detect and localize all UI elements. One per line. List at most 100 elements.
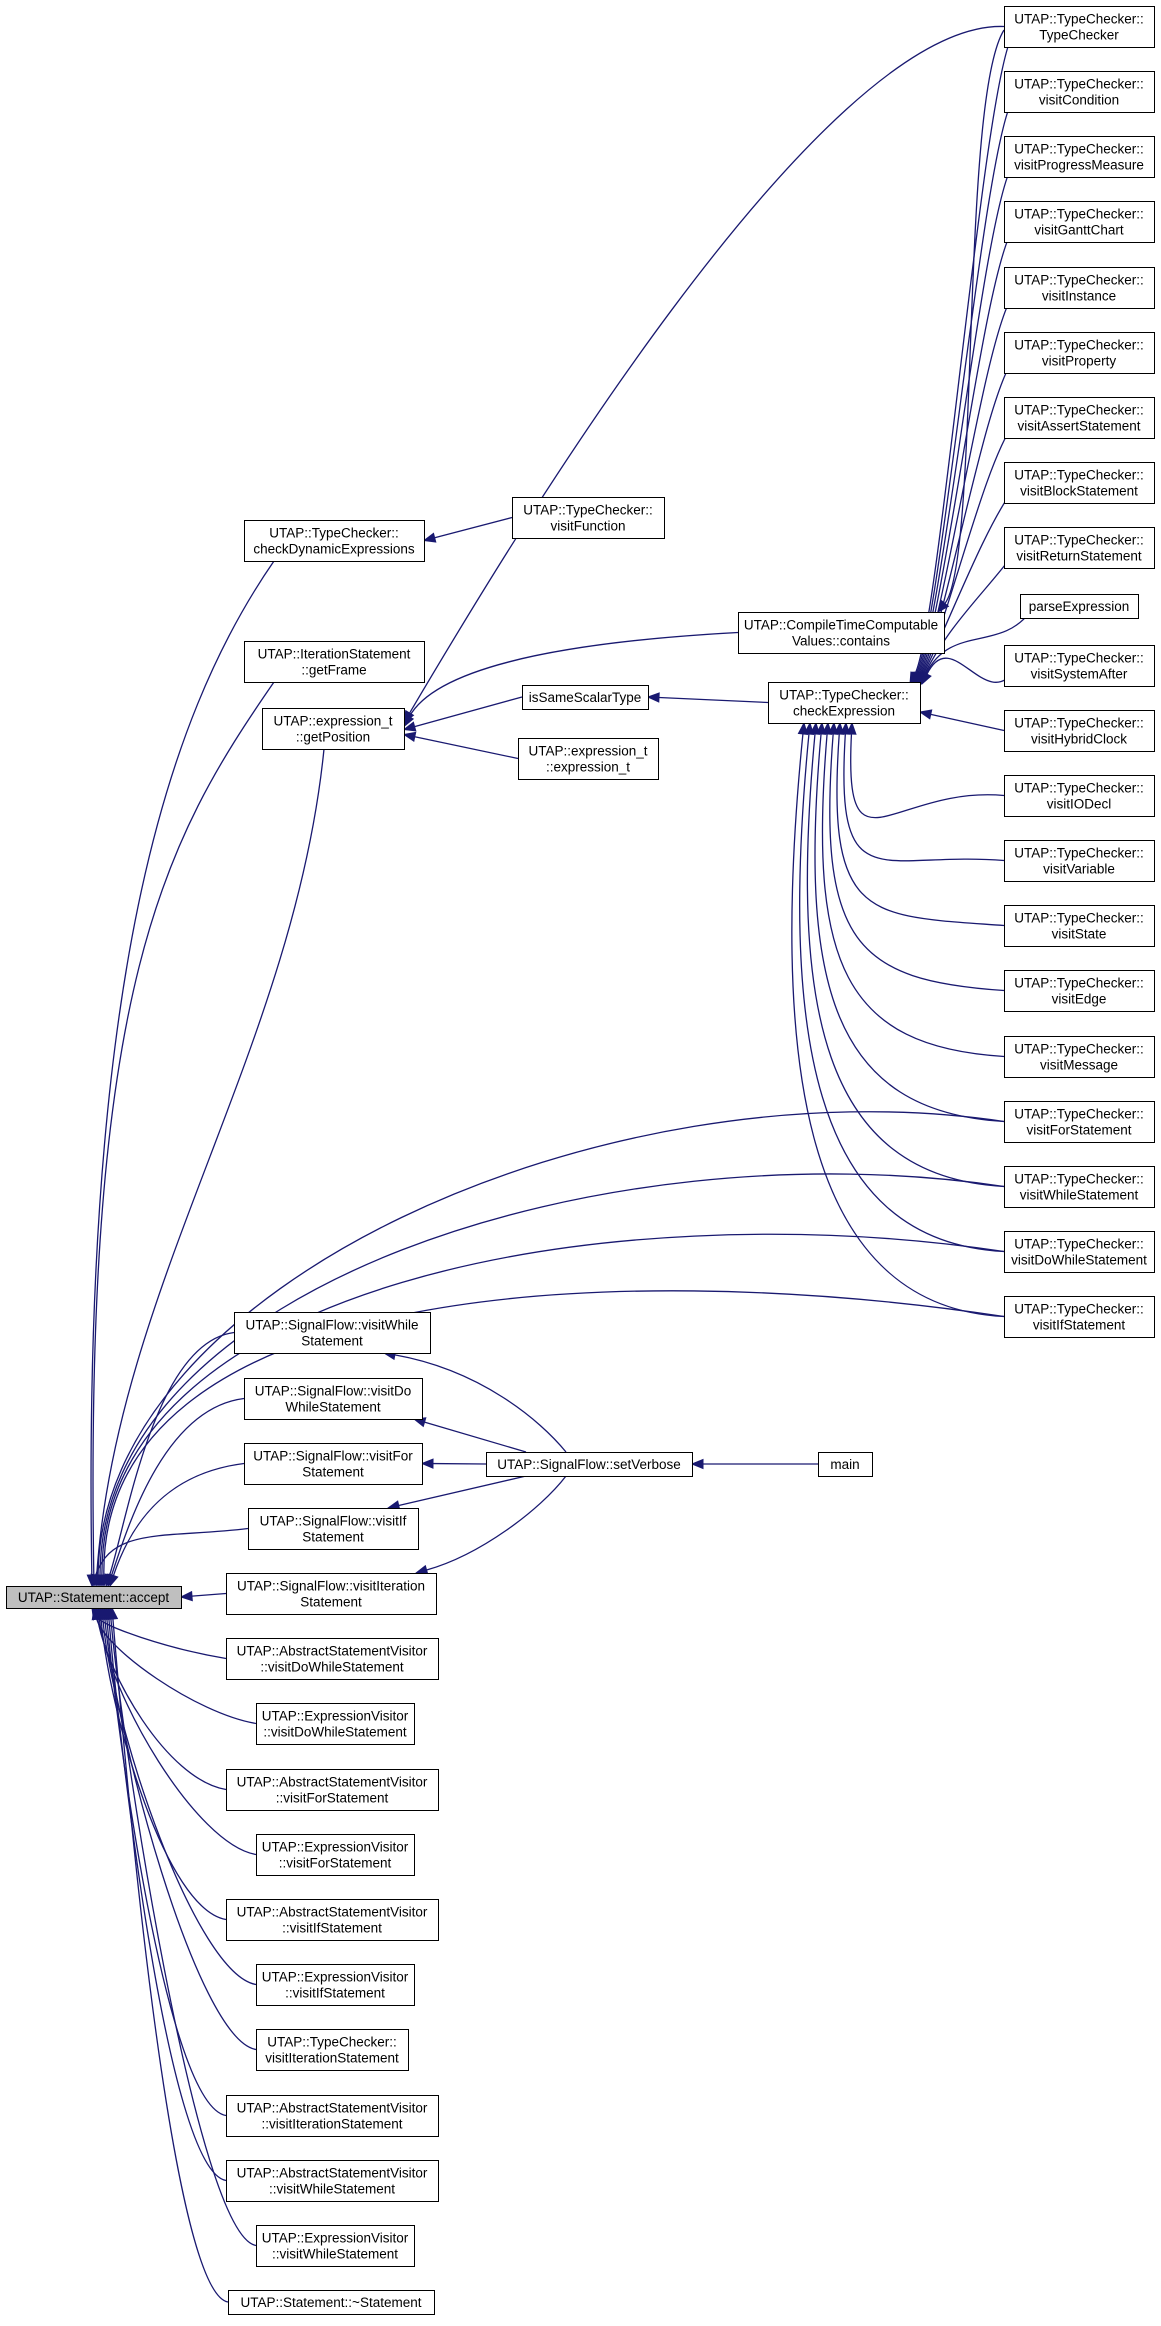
node-box <box>1004 136 1155 178</box>
node-tc-visit-for-statement[interactable]: UTAP::TypeChecker::visitForStatement <box>1004 1101 1155 1143</box>
node-tc-visit-i-o-decl[interactable]: UTAP::TypeChecker::visitIODecl <box>1004 775 1155 817</box>
node-tc-visit-condition[interactable]: UTAP::TypeChecker::visitCondition <box>1004 71 1155 113</box>
node-label: main <box>830 1457 859 1472</box>
edge-line <box>424 1421 527 1453</box>
node-tc-type-checker[interactable]: UTAP::TypeChecker::TypeChecker <box>1004 6 1155 48</box>
node-label: UTAP::TypeChecker:: <box>1014 338 1144 353</box>
edge-line <box>850 733 1005 819</box>
node-stmt-dtor[interactable]: UTAP::Statement::~Statement <box>228 2290 435 2315</box>
edge-line <box>394 1354 567 1453</box>
node-label: UTAP::TypeChecker:: <box>1014 533 1144 548</box>
node-ev-visit-for[interactable]: UTAP::ExpressionVisitor::visitForStateme… <box>256 1834 415 1876</box>
node-label: UTAP::TypeChecker:: <box>1014 1172 1144 1187</box>
node-label: visitCondition <box>1039 93 1119 108</box>
node-label: UTAP::TypeChecker:: <box>1014 651 1144 666</box>
node-sf-visit-do-while[interactable]: UTAP::SignalFlow::visitDoWhileStatement <box>244 1378 423 1420</box>
node-tc-visit-if-statement[interactable]: UTAP::TypeChecker::visitIfStatement <box>1004 1296 1155 1338</box>
node-box <box>256 2029 409 2071</box>
edge-line <box>112 1618 229 2303</box>
node-asv-visit-do-while[interactable]: UTAP::AbstractStatementVisitor::visitDoW… <box>226 1638 439 1680</box>
node-asv-visit-for[interactable]: UTAP::AbstractStatementVisitor::visitFor… <box>226 1769 439 1811</box>
node-sf-visit-if[interactable]: UTAP::SignalFlow::visitIfStatement <box>248 1508 419 1550</box>
node-label: ::visitDoWhileStatement <box>263 1725 407 1740</box>
node-check-expression[interactable]: UTAP::TypeChecker::checkExpression <box>768 682 921 724</box>
node-label: visitAssertStatement <box>1017 419 1140 434</box>
node-ev-visit-if[interactable]: UTAP::ExpressionVisitor::visitIfStatemen… <box>256 1964 415 2006</box>
node-box <box>226 1769 439 1811</box>
node-ctcv-contains[interactable]: UTAP::CompileTimeComputableValues::conta… <box>738 612 945 654</box>
node-sf-visit-while[interactable]: UTAP::SignalFlow::visitWhileStatement <box>234 1312 431 1354</box>
edge-line <box>104 1618 257 2051</box>
node-asv-visit-while[interactable]: UTAP::AbstractStatementVisitor::visitWhi… <box>226 2160 439 2202</box>
node-sf-visit-for[interactable]: UTAP::SignalFlow::visitForStatement <box>244 1443 423 1485</box>
node-label: UTAP::SignalFlow::setVerbose <box>497 1457 681 1472</box>
node-label: UTAP::SignalFlow::visitWhile <box>245 1318 418 1333</box>
node-label: ::visitIfStatement <box>282 1921 382 1936</box>
edge-line <box>916 162 1015 675</box>
node-ev-visit-do-while[interactable]: UTAP::ExpressionVisitor::visitDoWhileSta… <box>256 1703 415 1745</box>
node-is-same-scalar-type[interactable]: isSameScalarType <box>522 685 649 710</box>
edge-line <box>100 1618 227 1921</box>
node-label: ::visitDoWhileStatement <box>260 1660 404 1675</box>
edge-line <box>108 1331 235 1576</box>
node-tc-visit-instance[interactable]: UTAP::TypeChecker::visitInstance <box>1004 267 1155 309</box>
edge-line <box>434 516 513 539</box>
node-tc-visit-progress-measure[interactable]: UTAP::TypeChecker::visitProgressMeasure <box>1004 136 1155 178</box>
node-label: ::visitIterationStatement <box>261 2117 402 2132</box>
node-sf-set-verbose[interactable]: UTAP::SignalFlow::setVerbose <box>486 1452 693 1477</box>
edge-line <box>914 32 1015 675</box>
edge-setVerbose-to-sfVisitFor <box>420 1458 487 1469</box>
edge-line <box>110 1397 245 1576</box>
node-asv-visit-iteration[interactable]: UTAP::AbstractStatementVisitor::visitIte… <box>226 2095 439 2137</box>
node-tc-visit-hybrid-clock[interactable]: UTAP::TypeChecker::visitHybridClock <box>1004 710 1155 752</box>
node-tc-visit-assert-statement[interactable]: UTAP::TypeChecker::visitAssertStatement <box>1004 397 1155 439</box>
edge-line <box>108 1618 227 2182</box>
node-label: UTAP::TypeChecker:: <box>1014 273 1144 288</box>
edge-line <box>414 696 523 728</box>
node-expr-ctor[interactable]: UTAP::expression_t::expression_t <box>518 738 659 780</box>
edge-line <box>409 25 1005 714</box>
node-label: checkDynamicExpressions <box>253 542 415 557</box>
edge-line <box>191 1592 227 1597</box>
edge-to-checkExpr-tcVisitSystemAfter <box>921 657 1015 686</box>
node-box <box>1004 1036 1155 1078</box>
node-asv-visit-if[interactable]: UTAP::AbstractStatementVisitor::visitIfS… <box>226 1899 439 1941</box>
node-tc-visit-block-statement[interactable]: UTAP::TypeChecker::visitBlockStatement <box>1004 462 1155 504</box>
node-tc-visit-iteration[interactable]: UTAP::TypeChecker::visitIterationStateme… <box>256 2029 409 2071</box>
node-label: UTAP::TypeChecker:: <box>1014 403 1144 418</box>
node-label: UTAP::expression_t <box>528 744 647 759</box>
node-check-dynamic-expressions[interactable]: UTAP::TypeChecker::checkDynamicExpressio… <box>244 520 425 562</box>
node-label: UTAP::TypeChecker:: <box>1014 77 1144 92</box>
node-visit-function[interactable]: UTAP::TypeChecker::visitFunction <box>512 497 665 539</box>
node-box <box>1004 1231 1155 1273</box>
node-main[interactable]: main <box>818 1452 873 1477</box>
node-label: UTAP::TypeChecker:: <box>1014 781 1144 796</box>
node-box <box>738 612 945 654</box>
node-tc-visit-gantt-chart[interactable]: UTAP::TypeChecker::visitGanttChart <box>1004 201 1155 243</box>
node-tc-visit-system-after[interactable]: UTAP::TypeChecker::visitSystemAfter <box>1004 645 1155 687</box>
node-tc-visit-state[interactable]: UTAP::TypeChecker::visitState <box>1004 905 1155 947</box>
node-box <box>1004 527 1155 569</box>
node-ev-visit-while[interactable]: UTAP::ExpressionVisitor::visitWhileState… <box>256 2225 415 2267</box>
node-iter-get-frame[interactable]: UTAP::IterationStatement::getFrame <box>244 641 425 683</box>
node-box <box>1004 710 1155 752</box>
node-box <box>234 1312 431 1354</box>
node-tc-visit-property[interactable]: UTAP::TypeChecker::visitProperty <box>1004 332 1155 374</box>
node-tc-visit-do-while-statement[interactable]: UTAP::TypeChecker::visitDoWhileStatement <box>1004 1231 1155 1273</box>
node-parse-expression[interactable]: parseExpression <box>1020 594 1139 619</box>
node-label: UTAP::TypeChecker:: <box>1014 1107 1144 1122</box>
node-label: UTAP::TypeChecker:: <box>1014 911 1144 926</box>
edge-line <box>658 696 769 704</box>
node-label: visitIterationStatement <box>265 2051 399 2066</box>
node-tc-visit-while-statement[interactable]: UTAP::TypeChecker::visitWhileStatement <box>1004 1166 1155 1208</box>
node-box <box>256 1834 415 1876</box>
edge-to-accept-sfVisitFor <box>108 1462 245 1588</box>
node-expr-get-position[interactable]: UTAP::expression_t::getPosition <box>262 708 405 750</box>
node-sf-visit-iteration[interactable]: UTAP::SignalFlow::visitIterationStatemen… <box>226 1573 437 1615</box>
node-tc-visit-return-statement[interactable]: UTAP::TypeChecker::visitReturnStatement <box>1004 527 1155 569</box>
node-tc-visit-message[interactable]: UTAP::TypeChecker::visitMessage <box>1004 1036 1155 1078</box>
edge-to-checkExpr-tcVisitVariable <box>840 721 1005 862</box>
node-tc-visit-variable[interactable]: UTAP::TypeChecker::visitVariable <box>1004 840 1155 882</box>
node-label: UTAP::TypeChecker:: <box>267 2035 397 2050</box>
node-tc-visit-edge[interactable]: UTAP::TypeChecker::visitEdge <box>1004 970 1155 1012</box>
